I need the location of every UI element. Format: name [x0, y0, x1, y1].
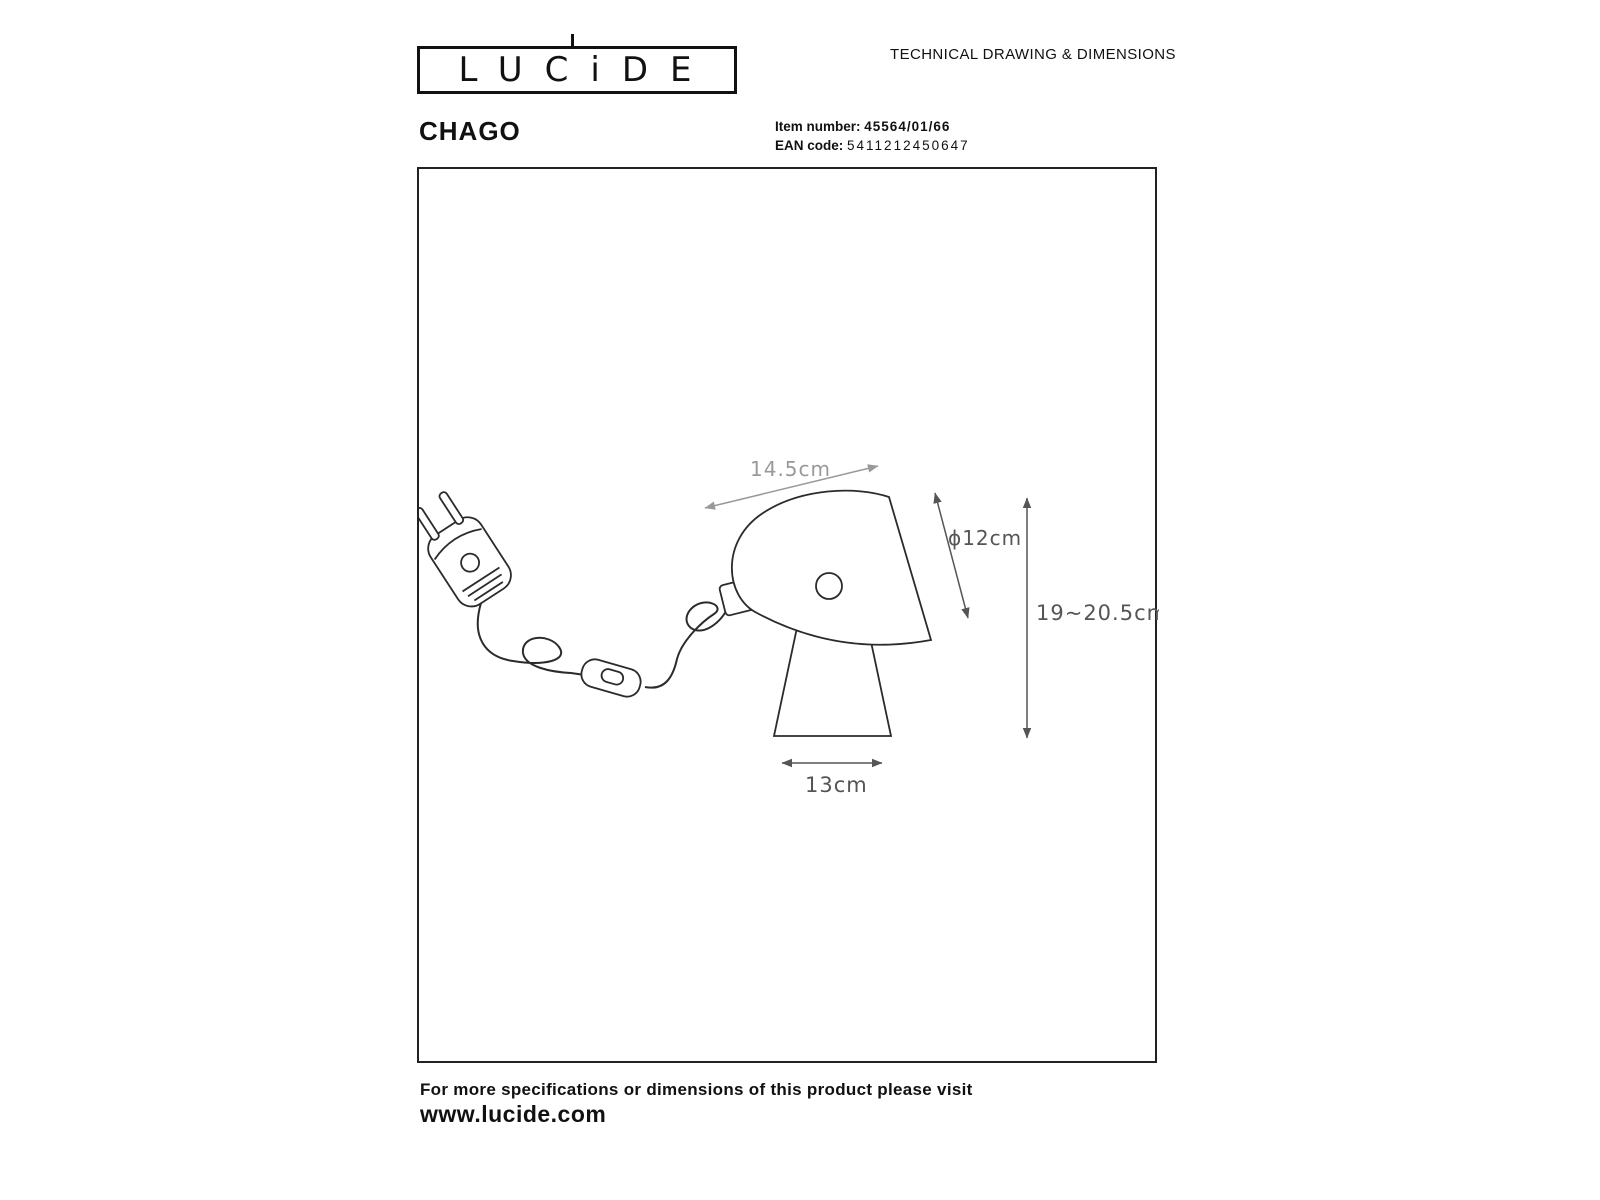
product-name: CHAGO: [419, 116, 521, 146]
inline-switch-icon: [580, 658, 642, 698]
item-number-value: 45564/01/66: [864, 119, 951, 134]
lamp-head-shape: [730, 489, 933, 646]
dimension-height-label: 19~20.5cm: [1036, 601, 1159, 625]
plug-face-line: [433, 528, 482, 560]
dimension-head-length-label: 14.5cm: [750, 457, 831, 481]
dimension-diameter: ϕ12cm: [933, 492, 1022, 619]
brand-logo: LUCiDE: [417, 46, 737, 94]
dimension-height: 19~20.5cm: [1022, 497, 1167, 739]
power-cord-segment-2: [644, 599, 733, 689]
footer-note: For more specifications or dimensions of…: [420, 1080, 973, 1099]
technical-drawing: 14.5cm ϕ12cm 19~20.5cm 13cm: [414, 457, 1167, 797]
item-number-row: Item number: 45564/01/66: [775, 117, 970, 136]
dimension-diameter-label: ϕ12cm: [948, 526, 1022, 550]
plug-grip-lines: [462, 566, 504, 602]
brand-logo-text: LUCiDE: [458, 50, 714, 90]
ean-value: 5411212450647: [847, 138, 970, 153]
ean-row: EAN code: 5411212450647: [775, 136, 970, 155]
document-title: TECHNICAL DRAWING & DIMENSIONS: [890, 46, 1176, 63]
product-meta: Item number: 45564/01/66 EAN code: 54112…: [775, 117, 970, 155]
plug-screw: [460, 552, 480, 573]
technical-drawing-frame: 14.5cm ϕ12cm 19~20.5cm 13cm: [414, 167, 1167, 1063]
item-number-label: Item number:: [775, 119, 861, 134]
power-plug-icon: [414, 491, 512, 608]
footer-website: www.lucide.com: [420, 1101, 607, 1127]
dimension-base-width-label: 13cm: [805, 773, 868, 797]
power-cord-segment-1: [476, 602, 586, 676]
switch-button: [600, 668, 625, 686]
plug-pin-right: [438, 491, 465, 525]
lamp-head-outline: [730, 489, 933, 646]
dimension-base-width: 13cm: [781, 758, 883, 797]
ean-label: EAN code:: [775, 138, 844, 153]
logo-accent-mark: [571, 34, 574, 49]
lamp-pivot-knob: [815, 572, 843, 600]
dimension-head-length-arrow: [704, 464, 879, 510]
dimension-head-length: 14.5cm: [704, 457, 879, 510]
plug-pin-left: [414, 507, 440, 541]
dimension-diameter-arrow: [933, 492, 970, 619]
